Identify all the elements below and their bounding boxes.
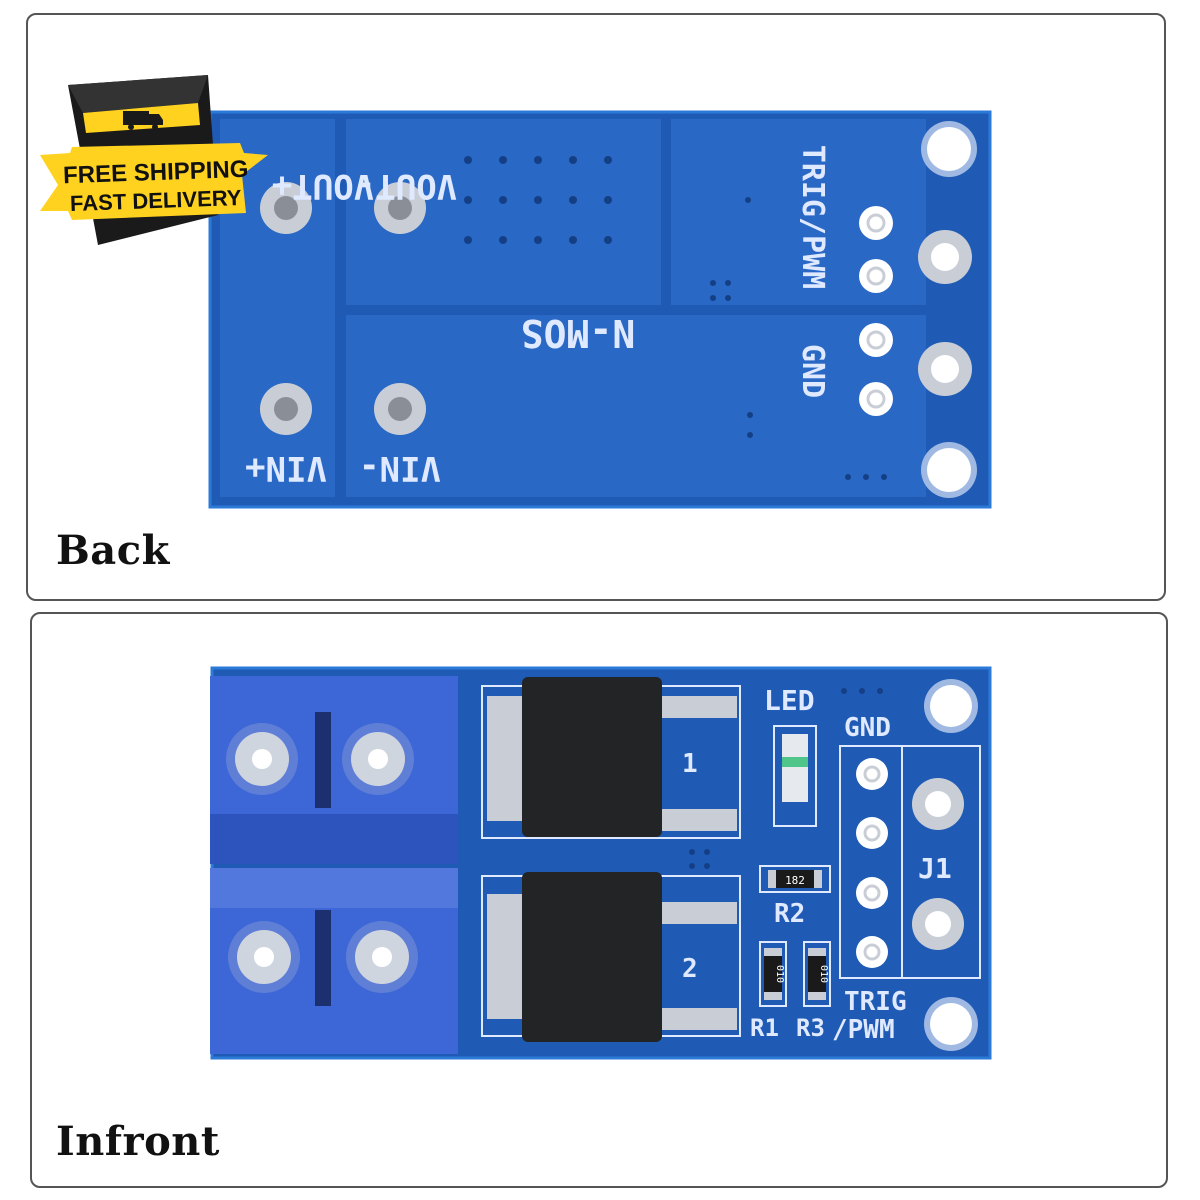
label-vout-plus: VOUT+ — [272, 166, 374, 206]
r2-value: 182 — [785, 874, 805, 887]
resistor-r2: 182 — [759, 865, 831, 893]
front-panel: 1 2 LED 182 010 010 R2 R1 R3 — [30, 612, 1168, 1188]
header-outline — [839, 745, 981, 979]
label-pwm: /PWM — [832, 1015, 895, 1045]
via-grid — [464, 156, 887, 480]
label-j1: J1 — [918, 852, 952, 885]
label-n-mos: N-MOS — [521, 311, 635, 355]
resistor-r1: 010 — [759, 941, 787, 1007]
label-q1: 1 — [682, 749, 698, 779]
back-board-image: VOUT+ VOUT- VIN+ VIN- N-MOS TRIG/PWM GND… — [40, 75, 992, 509]
j1-pads — [918, 230, 972, 396]
front-mounting-holes — [924, 679, 978, 1051]
front-vias — [689, 688, 883, 869]
mounting-holes — [921, 121, 977, 498]
label-r3: R3 — [796, 1014, 825, 1042]
label-trig: TRIG — [844, 987, 907, 1017]
label-q2: 2 — [682, 954, 698, 984]
label-gnd-front: GND — [844, 713, 891, 743]
label-trig-pwm: TRIG/PWM — [795, 145, 830, 290]
free-shipping-badge: FREE SHIPPING FAST DELIVERY — [40, 75, 268, 245]
pad-vout-plus — [260, 182, 312, 234]
label-r1: R1 — [750, 1014, 779, 1042]
back-panel: VOUT+ VOUT- VIN+ VIN- N-MOS TRIG/PWM GND… — [26, 13, 1166, 601]
terminal-block-top — [210, 676, 458, 864]
label-vin-minus: VIN- — [359, 448, 441, 488]
pour-bottom-middle — [346, 315, 926, 497]
pad-vout-minus — [374, 182, 426, 234]
j1-pads-front — [912, 778, 964, 950]
label-led: LED — [764, 684, 815, 717]
pad-vin-minus — [374, 383, 426, 435]
caption-front: Infront — [56, 1118, 220, 1165]
header-pins — [856, 758, 888, 968]
back-pcb-edge — [208, 110, 992, 509]
label-vout-minus: VOUT- — [355, 166, 457, 206]
mosfet-2 — [487, 872, 737, 1042]
r1-value: 010 — [774, 965, 785, 983]
front-board-image: 1 2 LED 182 010 010 R2 R1 R3 — [210, 666, 992, 1060]
badge-line-2: FAST DELIVERY — [70, 185, 243, 216]
header-pads — [859, 206, 893, 416]
truck-icon — [123, 111, 163, 130]
terminal-block-bottom — [210, 868, 458, 1054]
pad-vin-plus — [260, 383, 312, 435]
caption-back: Back — [56, 527, 170, 574]
label-r2: R2 — [774, 899, 805, 929]
resistor-r3: 010 — [803, 941, 831, 1007]
r3-value: 010 — [818, 965, 829, 983]
label-vin-plus: VIN+ — [245, 448, 327, 488]
badge-ribbon — [40, 143, 268, 220]
mosfet-1 — [487, 677, 737, 837]
badge-line-1: FREE SHIPPING — [63, 156, 249, 189]
label-gnd-back: GND — [795, 344, 830, 398]
led — [773, 725, 817, 827]
